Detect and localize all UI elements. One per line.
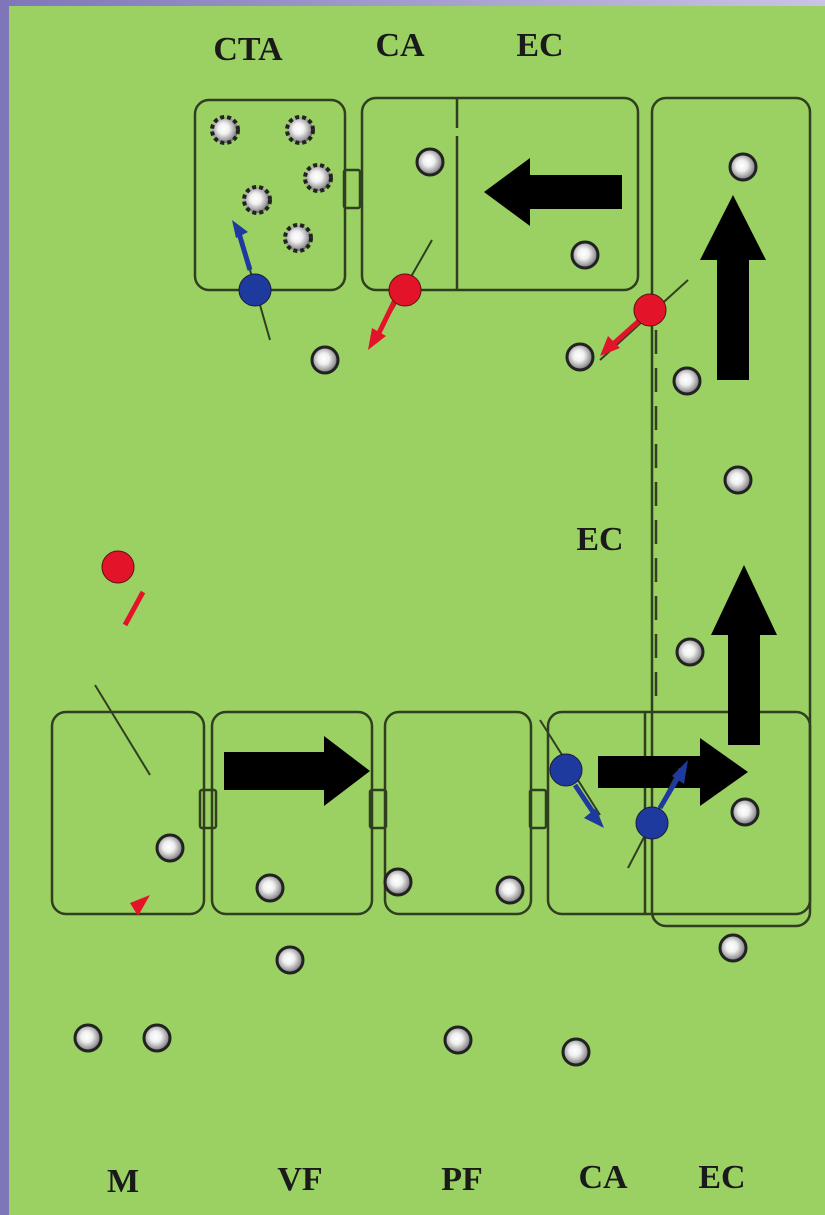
label-bottom-vf: VF: [277, 1161, 322, 1198]
red-channel: [633, 293, 667, 327]
diagram-background: [9, 6, 825, 1215]
blue-channel: [635, 806, 669, 840]
red-channel: [388, 273, 422, 307]
blue-channel-arrowhead: [584, 808, 604, 828]
ion: [155, 833, 185, 863]
label-bottom-ca: CA: [578, 1159, 628, 1196]
label-bottom-ec: EC: [698, 1159, 745, 1196]
bound-ions: [210, 115, 333, 253]
label-top-ec: EC: [516, 27, 563, 64]
blue-channel: [549, 753, 583, 787]
label-top-cta: CTA: [213, 31, 283, 68]
bottom-cell-outlines: [50, 710, 812, 916]
right-column-cell: [650, 96, 812, 928]
channels: [94, 220, 689, 916]
ion: [730, 797, 760, 827]
label-top-ca: CA: [375, 27, 425, 64]
bottom-junction-2: [368, 788, 388, 830]
flow-arrows: [224, 158, 777, 806]
ion: [723, 465, 753, 495]
bound-ion: [210, 115, 240, 145]
ion: [570, 240, 600, 270]
flow-arrow-right-vf: [224, 736, 370, 806]
flow-arrow-right-ec: [598, 738, 748, 806]
blue-channel-arrowhead: [672, 760, 688, 784]
flow-arrow-up-2: [711, 565, 777, 745]
ion: [443, 1025, 473, 1055]
ion: [565, 342, 595, 372]
label-bottom-pf: PF: [441, 1161, 483, 1198]
red-channel: [101, 550, 135, 584]
bottom-junction-1: [198, 788, 218, 830]
ions: [73, 147, 760, 1067]
top-junction: [342, 168, 362, 210]
bottom-junction-3: [528, 788, 548, 830]
blue-channel-arrowhead: [232, 220, 248, 238]
ion: [415, 147, 445, 177]
ion: [142, 1023, 172, 1053]
red-channel-arrowhead: [368, 328, 386, 350]
ion: [672, 366, 702, 396]
ion: [675, 637, 705, 667]
vf-cell: [210, 710, 374, 916]
ion: [275, 945, 305, 975]
top-cell-outlines: [193, 96, 812, 928]
ion: [255, 873, 285, 903]
blue-channel: [238, 273, 272, 307]
ion: [73, 1023, 103, 1053]
label-middle-ec: EC: [576, 521, 623, 558]
bottom-ca-ec-cell: [546, 710, 812, 916]
label-bottom-m: M: [107, 1163, 139, 1200]
bound-ion: [242, 185, 272, 215]
ion: [383, 867, 413, 897]
top-ca-ec-cell: [360, 96, 640, 292]
ion: [728, 152, 758, 182]
ion: [561, 1037, 591, 1067]
bound-ion: [285, 115, 315, 145]
flow-arrow-left-top: [484, 158, 622, 226]
ion: [495, 875, 525, 905]
red-channel-arrowhead: [130, 895, 150, 916]
red-channel-arrowhead: [600, 336, 620, 356]
bound-ion: [303, 163, 333, 193]
flow-arrow-up-1: [700, 195, 766, 380]
m-cell: [50, 710, 206, 916]
ion: [718, 933, 748, 963]
bound-ion: [283, 223, 313, 253]
ion: [310, 345, 340, 375]
